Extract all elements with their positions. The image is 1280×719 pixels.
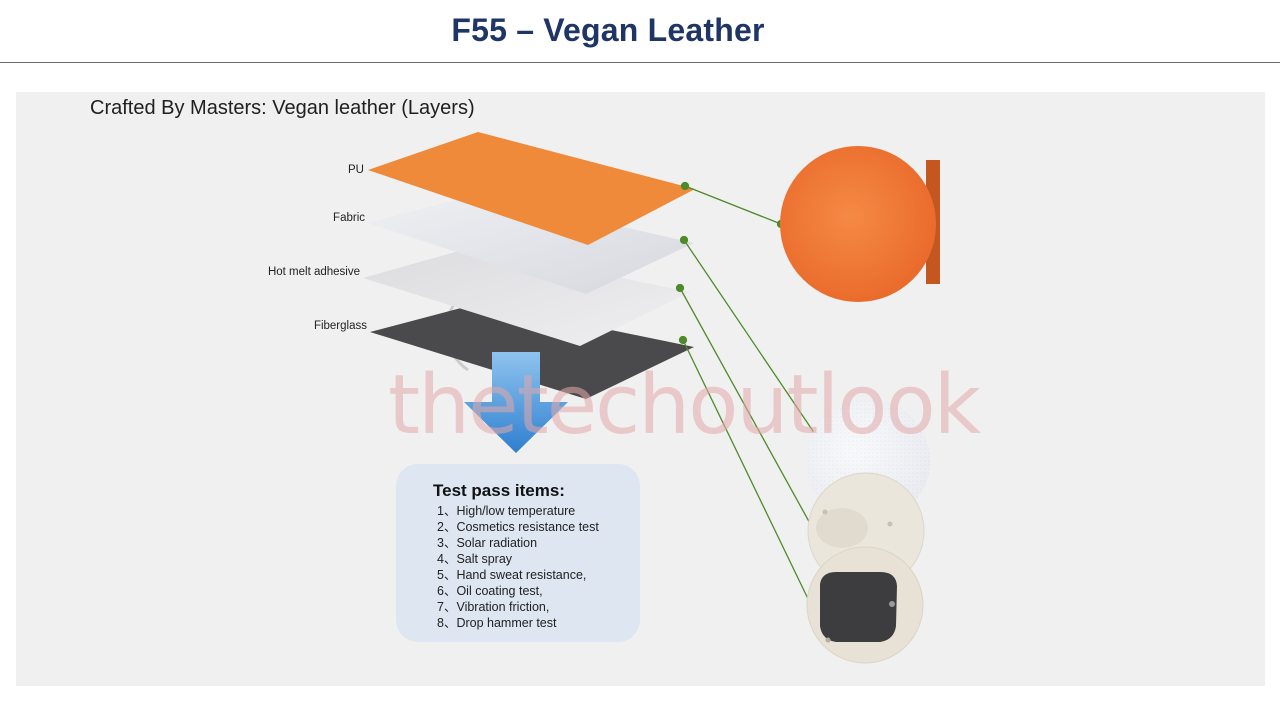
list-item: 8、Drop hammer test <box>437 616 557 630</box>
down-arrow <box>464 352 568 453</box>
layer-label-pu: PU <box>348 164 364 176</box>
list-item: 2、Cosmetics resistance test <box>437 520 599 534</box>
test-pass-heading: Test pass items: <box>433 481 565 500</box>
fiberglass-sample <box>806 546 924 664</box>
watermark-text: thetechoutlook <box>388 358 981 453</box>
title-divider <box>0 62 1280 63</box>
layer-fiberglass <box>370 303 694 399</box>
panel-heading: Crafted By Masters: Vegan leather (Layer… <box>90 97 475 119</box>
list-item: 6、Oil coating test, <box>437 584 543 598</box>
layer-pu <box>368 132 695 245</box>
layer-label-fiberglass: Fiberglass <box>313 320 367 332</box>
list-item: 3、Solar radiation <box>437 536 538 550</box>
slide-title: F55 – Vegan Leather <box>451 12 765 48</box>
list-item: 4、Salt spray <box>437 552 513 566</box>
layer-fabric <box>367 194 694 294</box>
layer-hot-melt-adhesive <box>363 247 690 346</box>
pu-sample <box>780 146 940 302</box>
layer-label-hot-melt-adhesive: Hot melt adhesive <box>267 266 360 278</box>
test-pass-list: 1、High/low temperature 2、Cosmetics resis… <box>437 503 599 631</box>
layer-label-fabric: Fabric <box>333 212 365 224</box>
list-item: 5、Hand sweat resistance, <box>437 568 587 582</box>
list-item: 7、Vibration friction, <box>437 600 550 614</box>
test-pass-panel <box>396 464 640 642</box>
list-item: 1、High/low temperature <box>437 504 576 518</box>
